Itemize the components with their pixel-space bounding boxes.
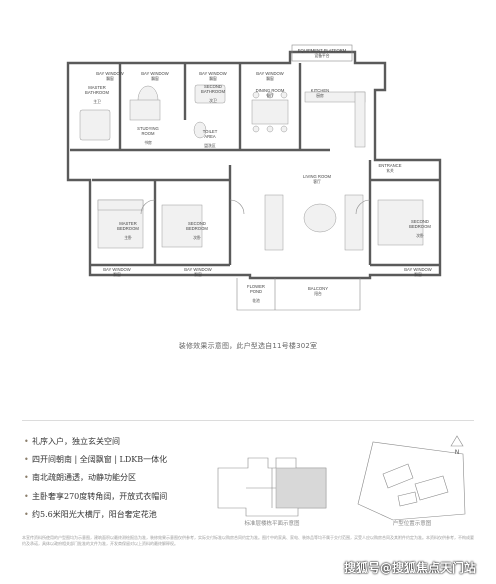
floor-plan: EQUIPMENT PLATFORM 设备平台 BAY WINDOW 飘窗 BA…: [66, 44, 442, 311]
room-label-second-bed-right-cn: 次卧: [416, 233, 424, 238]
feature-item: •礼序入户，独立玄关空间: [24, 433, 199, 451]
room-label-flower-pond-cn: 花池: [252, 298, 260, 303]
room-label-bay7-cn: 飘窗: [414, 272, 422, 277]
room-label-bay3-cn: 飘窗: [209, 76, 217, 81]
room-label-kitchen-cn: 厨房: [316, 93, 324, 98]
feature-text: 南北疏朗通透，动静功能分区: [32, 473, 136, 483]
disclaimer-text: 本宣传资料所使用的户型图均为示意图，建筑面积以最终测绘报告为准，装修效果示意图仅…: [22, 535, 474, 546]
feature-text: 四开间朝南 | 全阔飘窗 | LDKB一体化: [32, 455, 168, 465]
room-label-toilet-cn: 盥洗区: [204, 143, 216, 148]
outer-wall: [66, 50, 442, 280]
bullet-icon: •: [24, 455, 29, 465]
feature-text: 主卧奢享270度转角阔，开放式衣帽间: [32, 491, 168, 501]
feature-text: 礼序入户，独立玄关空间: [32, 437, 120, 446]
feature-item: •南北疏朗通透，动静功能分区: [24, 469, 199, 487]
bullet-icon: •: [24, 509, 29, 519]
room-label-living: LIVING ROOM: [303, 174, 331, 179]
room-label-bay2: BAY WINDOW: [141, 71, 169, 76]
room-label-living-cn: 客厅: [313, 179, 321, 184]
room-label-equipment-cn: 设备平台: [314, 53, 329, 58]
room-label-bay6: BAY WINDOW: [184, 267, 212, 272]
room-labels: EQUIPMENT PLATFORM 设备平台 BAY WINDOW 飘窗 BA…: [85, 48, 432, 303]
feature-item: •四开间朝南 | 全阔飘窗 | LDKB一体化: [24, 451, 199, 469]
unit-position-label: 户型位置示意图: [392, 521, 432, 527]
room-label-bay1-cn: 飘窗: [106, 76, 114, 81]
standard-floor-label: 标准层楼栋平面示意图: [244, 521, 300, 527]
watermark: 搜狐号@搜狐焦点天门站: [343, 561, 476, 575]
room-label-bay5-cn: 飘窗: [113, 272, 121, 277]
unit-position-keyplan: N: [357, 435, 466, 521]
room-label-balcony-cn: 阳台: [314, 291, 322, 296]
room-label-balcony: BALCONY: [308, 286, 328, 291]
bullet-icon: •: [24, 437, 29, 446]
room-label-bay5: BAY WINDOW: [103, 267, 131, 272]
feature-item: •约5.6米阳光大横厅，阳台奢定花池: [24, 506, 199, 524]
room-label-kitchen: KITCHEN: [311, 88, 329, 93]
bullet-icon: •: [24, 473, 29, 483]
room-label-studying-cn: 书房: [144, 140, 152, 145]
room-label-bay4-cn: 飘窗: [266, 76, 274, 81]
room-label-entrance-cn: 玄关: [386, 168, 394, 173]
section-divider: [22, 420, 474, 421]
standard-floor-keyplan: [217, 457, 327, 517]
room-label-bay3: BAY WINDOW: [199, 71, 227, 76]
bullet-icon: •: [24, 491, 29, 501]
room-label-master-bed-cn: 主卧: [124, 235, 132, 240]
room-label-bay6-cn: 飘窗: [194, 272, 202, 277]
room-label-second-bed-left-cn: 次卧: [193, 235, 201, 240]
north-arrow-icon: [450, 435, 464, 447]
room-label-dining-cn: 餐厅: [266, 93, 274, 98]
room-label-master-bath-cn: 主卫: [93, 99, 101, 104]
room-label-bay1: BAY WINDOW: [96, 71, 124, 76]
north-label: N: [455, 449, 460, 456]
room-label-bay7: BAY WINDOW: [404, 267, 432, 272]
highlighted-unit: [275, 467, 327, 509]
feature-text: 约5.6米阳光大横厅，阳台奢定花池: [32, 509, 157, 519]
room-label-second-bath-cn: 次卫: [209, 98, 217, 103]
room-label-bay4: BAY WINDOW: [256, 71, 284, 76]
room-label-dining: DINING ROOM: [256, 88, 285, 93]
room-label-bay2-cn: 飘窗: [151, 76, 159, 81]
room-label-entrance: ENTRANCE: [378, 163, 401, 168]
plan-caption: 装修效果示意图，此户型选自11号楼302室: [178, 342, 318, 350]
room-label-equipment: EQUIPMENT PLATFORM: [298, 48, 347, 53]
feature-list: •礼序入户，独立玄关空间 •四开间朝南 | 全阔飘窗 | LDKB一体化 •南北…: [24, 433, 199, 524]
feature-item: •主卧奢享270度转角阔，开放式衣帽间: [24, 488, 199, 506]
